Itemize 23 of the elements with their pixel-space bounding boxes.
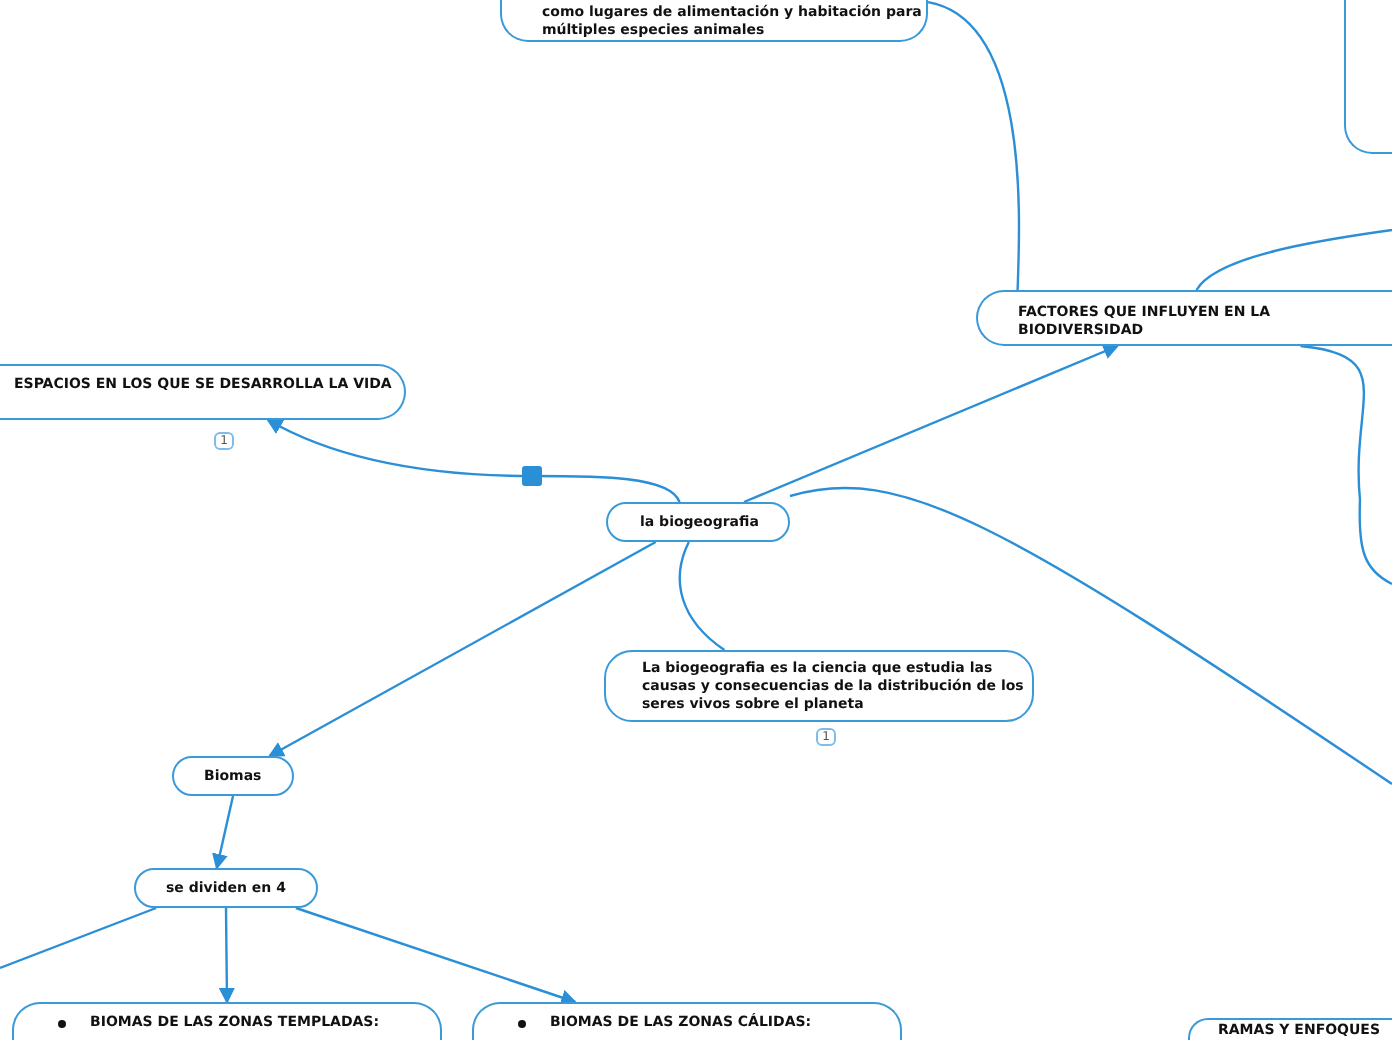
arrow bbox=[218, 908, 235, 1004]
arrow bbox=[295, 906, 578, 1006]
connector-line bbox=[1300, 344, 1392, 586]
central-topic-box bbox=[606, 502, 790, 542]
topic-box bbox=[1344, 0, 1392, 154]
topic-box bbox=[12, 1002, 442, 1040]
connector-line bbox=[927, 0, 1021, 291]
arrow bbox=[743, 344, 1120, 504]
topic-box bbox=[472, 1002, 902, 1040]
arrow bbox=[267, 540, 657, 758]
arrow bbox=[212, 795, 235, 870]
topic-box bbox=[604, 650, 1034, 722]
connector-line bbox=[678, 541, 726, 651]
topic-box bbox=[976, 290, 1392, 346]
topic-box bbox=[1188, 1018, 1392, 1040]
connector-line bbox=[789, 486, 1392, 785]
topic-box bbox=[0, 364, 406, 420]
topic-box bbox=[500, 0, 928, 42]
connector-line bbox=[1195, 228, 1392, 291]
topic-box bbox=[172, 756, 294, 796]
topic-box bbox=[134, 868, 318, 908]
connector-line bbox=[0, 906, 157, 970]
arrow bbox=[266, 418, 681, 503]
